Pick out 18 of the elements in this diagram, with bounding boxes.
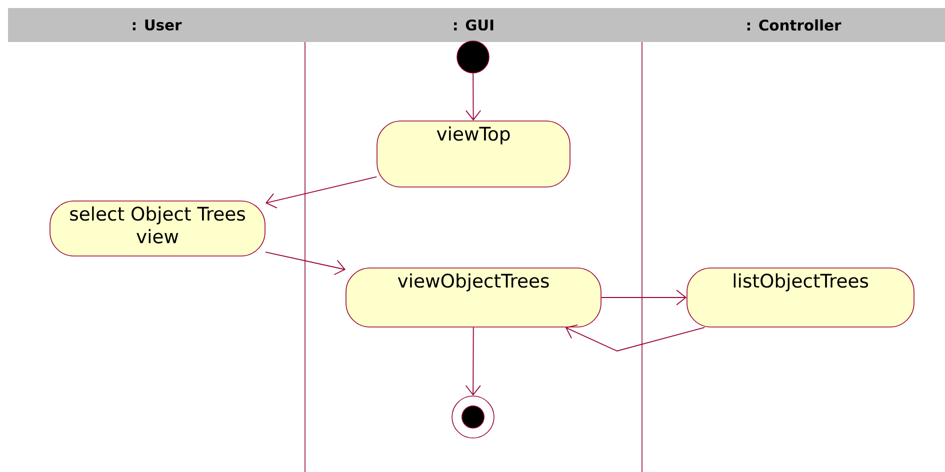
node-label: : Controller	[747, 19, 842, 31]
activity-box: viewObjectTrees	[346, 268, 602, 328]
lane-header: : User	[8, 8, 305, 42]
arrow	[265, 176, 378, 208]
lane-header: : GUI	[305, 8, 642, 42]
initial-node	[456, 40, 490, 74]
arrow	[264, 252, 346, 276]
arrow	[565, 324, 706, 352]
lane-header: : Controller	[642, 8, 945, 42]
activity-box: select Object Trees view	[50, 200, 266, 256]
activity-box: listObjectTrees	[686, 268, 914, 328]
node-label: : User	[132, 20, 182, 30]
arrow	[465, 326, 481, 396]
arrow	[465, 72, 482, 121]
final-node	[452, 396, 494, 438]
node-label: : GUI	[454, 19, 494, 31]
arrow	[600, 290, 687, 306]
activity-box: viewTop	[376, 120, 570, 188]
